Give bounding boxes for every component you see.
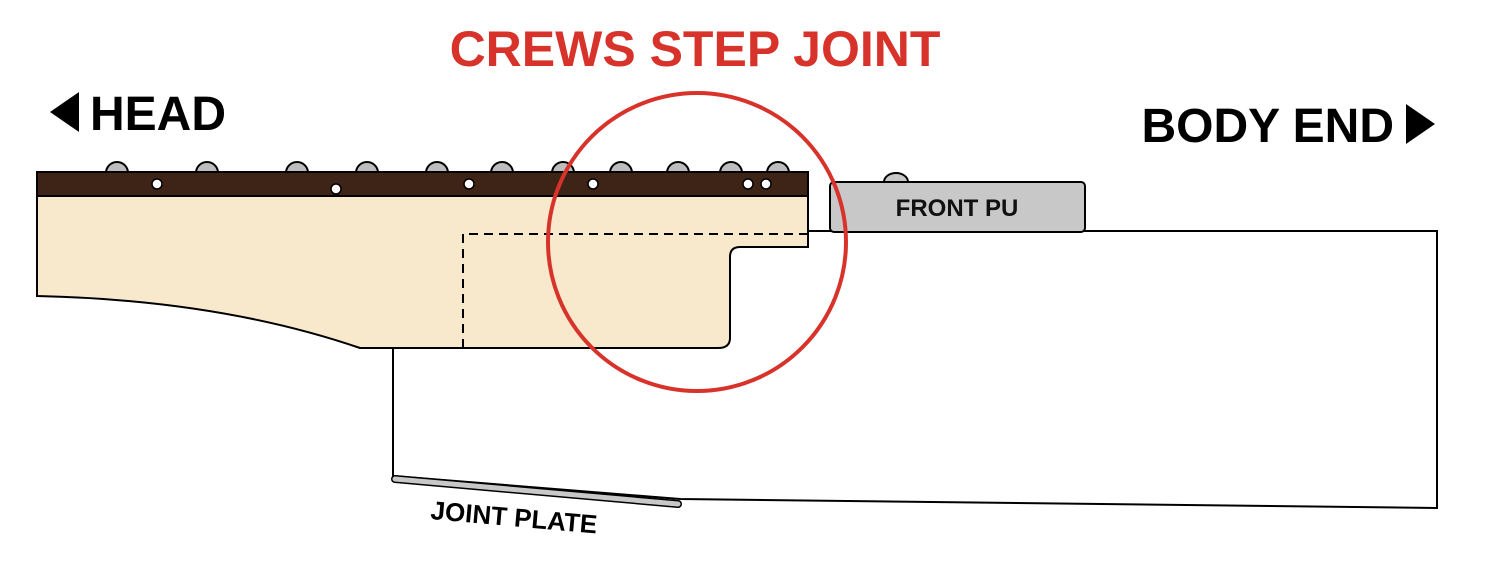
triangle-left-icon <box>50 92 79 132</box>
triangle-right-icon <box>1406 104 1435 144</box>
position-marker <box>587 178 599 190</box>
joint-plate-fill <box>392 476 681 507</box>
diagram-title: CREWS STEP JOINT <box>450 21 941 77</box>
front-pickup <box>829 181 1086 233</box>
front-pickup-pole <box>882 172 910 183</box>
position-marker <box>330 183 342 195</box>
fingerboard <box>36 171 809 197</box>
joint-plate-label: JOINT PLATE <box>429 495 598 539</box>
highlight-circle <box>546 91 848 393</box>
head-label: HEAD <box>90 88 226 141</box>
position-marker <box>760 178 772 190</box>
front-pickup-label: FRONT PU <box>896 195 1019 222</box>
joint-dashed-outline <box>462 233 808 348</box>
position-marker <box>151 178 163 190</box>
position-markers <box>151 178 772 195</box>
position-marker <box>742 178 754 190</box>
neck <box>36 194 809 349</box>
body-end-label: BODY END <box>1142 100 1395 153</box>
position-marker <box>463 178 475 190</box>
